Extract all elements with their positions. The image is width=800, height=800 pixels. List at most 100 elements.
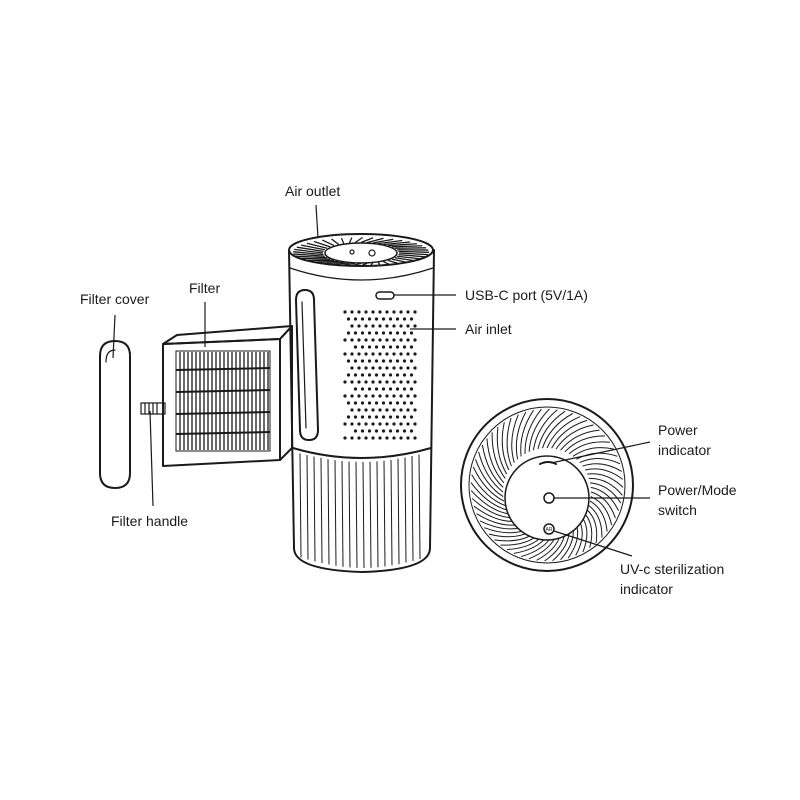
inlet-hole xyxy=(381,331,386,335)
inlet-hole xyxy=(392,310,396,314)
inlet-hole xyxy=(350,324,354,328)
outlet-vane xyxy=(331,238,340,246)
inlet-hole xyxy=(402,345,407,349)
top-cap xyxy=(324,242,398,264)
inlet-hole xyxy=(413,394,417,398)
bottom-vane xyxy=(472,466,505,502)
inlet-hole xyxy=(378,394,382,398)
inlet-hole xyxy=(360,345,365,349)
bottom-vane xyxy=(564,435,606,453)
filter-cover xyxy=(99,340,131,489)
bottom-vane xyxy=(528,408,550,452)
inlet-hole xyxy=(360,387,365,391)
outlet-vane xyxy=(293,253,325,257)
inlet-hole xyxy=(367,373,372,377)
mesh-band xyxy=(175,367,271,371)
inlet-hole xyxy=(381,345,386,349)
inlet-hole xyxy=(413,338,417,342)
uv-sterilization-light xyxy=(543,523,555,535)
inlet-hole xyxy=(388,429,393,433)
bottom-vane xyxy=(478,451,504,493)
bottom-vane xyxy=(584,468,624,480)
inlet-hole xyxy=(346,415,351,419)
inlet-hole xyxy=(371,380,375,384)
inlet-hole xyxy=(388,373,393,377)
inlet-hole xyxy=(399,408,403,412)
inlet-hole xyxy=(374,317,379,321)
bottom-vane xyxy=(586,509,598,544)
body-rib xyxy=(390,459,393,566)
inlet-hole xyxy=(406,408,410,412)
inlet-hole xyxy=(385,408,389,412)
inlet-hole xyxy=(353,401,358,405)
bottom-vane xyxy=(541,413,573,449)
inlet-hole xyxy=(395,359,400,363)
inlet-hole xyxy=(374,345,379,349)
inlet-hole xyxy=(364,394,368,398)
outlet-vane xyxy=(340,237,345,244)
inlet-hole xyxy=(378,310,382,314)
inlet-hole xyxy=(364,408,368,412)
inlet-hole xyxy=(350,366,354,370)
outlet-vane xyxy=(378,239,403,245)
inlet-hole xyxy=(399,352,403,356)
inlet-hole xyxy=(395,401,400,405)
body-rib xyxy=(376,461,379,568)
bottom-vane xyxy=(587,473,624,488)
inlet-hole xyxy=(367,331,372,335)
bottom-vane xyxy=(511,414,519,463)
inlet-hole xyxy=(357,394,361,398)
inlet-hole xyxy=(364,366,368,370)
inlet-hole xyxy=(385,366,389,370)
inlet-hole xyxy=(385,324,389,328)
inlet-hole xyxy=(374,401,379,405)
leader-lines xyxy=(112,204,651,557)
outlet-vane xyxy=(306,242,328,249)
filter-mesh xyxy=(175,352,271,450)
inlet-hole xyxy=(402,429,407,433)
bottom-vane xyxy=(473,505,515,522)
bottom-vane xyxy=(496,426,508,475)
inlet-hole xyxy=(399,394,403,398)
inlet-hole xyxy=(392,324,396,328)
bottom-vane xyxy=(589,482,622,504)
mesh-band xyxy=(175,389,271,393)
inlet-hole xyxy=(374,359,379,363)
inlet-hole xyxy=(378,380,382,384)
inlet-hole xyxy=(360,429,365,433)
bottom-view: AR xyxy=(460,398,634,572)
inlet-hole xyxy=(413,422,417,426)
outlet-vane xyxy=(391,245,423,248)
inlet-hole xyxy=(406,380,410,384)
outlet-vane xyxy=(328,262,350,266)
inlet-hole xyxy=(395,331,400,335)
bottom-vane xyxy=(486,438,505,484)
label-usb-c-port: USB-C port (5V/1A) xyxy=(465,287,588,303)
bottom-vane xyxy=(491,432,506,479)
bottom-vane xyxy=(475,459,504,498)
inlet-hole xyxy=(413,310,417,314)
inlet-hole xyxy=(402,317,407,321)
outlet-vane xyxy=(348,262,362,267)
body-rib xyxy=(383,460,386,567)
inlet-hole xyxy=(381,359,386,363)
inlet-hole xyxy=(395,345,400,349)
bottom-vane xyxy=(584,513,593,548)
inlet-hole xyxy=(392,408,396,412)
inlet-hole xyxy=(392,394,396,398)
bottom-vane xyxy=(506,417,512,467)
inlet-hole xyxy=(343,338,347,342)
inlet-hole xyxy=(381,387,386,391)
inlet-hole xyxy=(381,317,386,321)
inlet-hole xyxy=(409,359,414,363)
inlet-hole xyxy=(409,415,414,419)
inlet-hole xyxy=(367,429,372,433)
inlet-hole xyxy=(385,380,389,384)
power-indicator-light xyxy=(539,461,557,465)
inlet-hole xyxy=(350,338,354,342)
body-rib xyxy=(320,457,323,564)
inlet-hole xyxy=(399,422,403,426)
bottom-ribs xyxy=(299,453,421,569)
inlet-hole xyxy=(395,415,400,419)
inlet-hole xyxy=(388,359,393,363)
